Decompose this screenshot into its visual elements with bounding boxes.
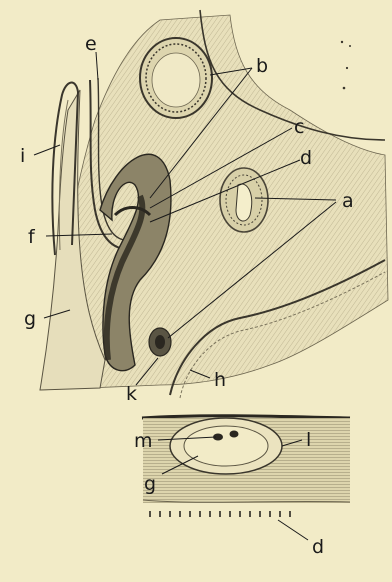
svg-text:i: i (20, 145, 25, 167)
svg-text:l: l (306, 429, 311, 451)
cyst-a-upper (220, 168, 268, 232)
label-e: e (85, 33, 98, 80)
svg-text:b: b (256, 55, 268, 77)
lower-section (142, 416, 350, 517)
dash-row-d (150, 511, 290, 517)
svg-text:m: m (134, 430, 153, 452)
cyst-b (140, 38, 212, 118)
stray-marks (341, 41, 351, 89)
small-body-a (149, 328, 171, 356)
svg-text:g: g (144, 473, 156, 495)
label-d-lower: d (278, 520, 324, 558)
svg-text:e: e (85, 33, 97, 55)
svg-text:h: h (214, 369, 226, 391)
svg-text:f: f (28, 226, 36, 248)
svg-text:g: g (24, 308, 36, 330)
svg-text:a: a (342, 190, 354, 212)
svg-text:k: k (126, 383, 137, 405)
svg-text:c: c (294, 116, 304, 138)
svg-text:d: d (300, 147, 312, 169)
upper-section (40, 10, 388, 398)
svg-text:d: d (312, 536, 324, 558)
